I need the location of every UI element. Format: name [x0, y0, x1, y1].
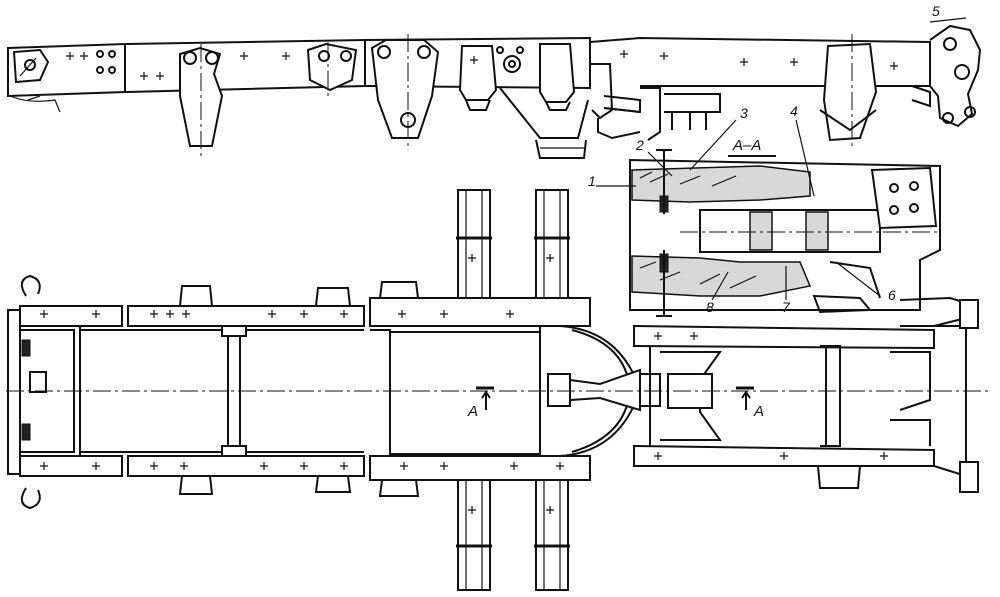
plan-view-frame: А А: [6, 189, 990, 591]
callouts: 1 2 3 4 5 6 7 8: [588, 3, 967, 315]
section-title: А–А: [732, 137, 761, 154]
callout-3: 3: [740, 105, 748, 121]
section-mark-a-left: А: [467, 403, 478, 420]
section-mark-a-right: А: [753, 403, 764, 420]
section-a-a: А–А: [629, 137, 971, 327]
callout-6: 6: [888, 287, 896, 303]
callout-7: 7: [782, 299, 791, 315]
callout-4: 4: [790, 103, 798, 119]
callout-5: 5: [932, 3, 940, 19]
callout-2: 2: [635, 137, 644, 153]
callout-1: 1: [588, 173, 596, 189]
side-view-frame: [7, 24, 982, 160]
callout-8: 8: [706, 299, 714, 315]
